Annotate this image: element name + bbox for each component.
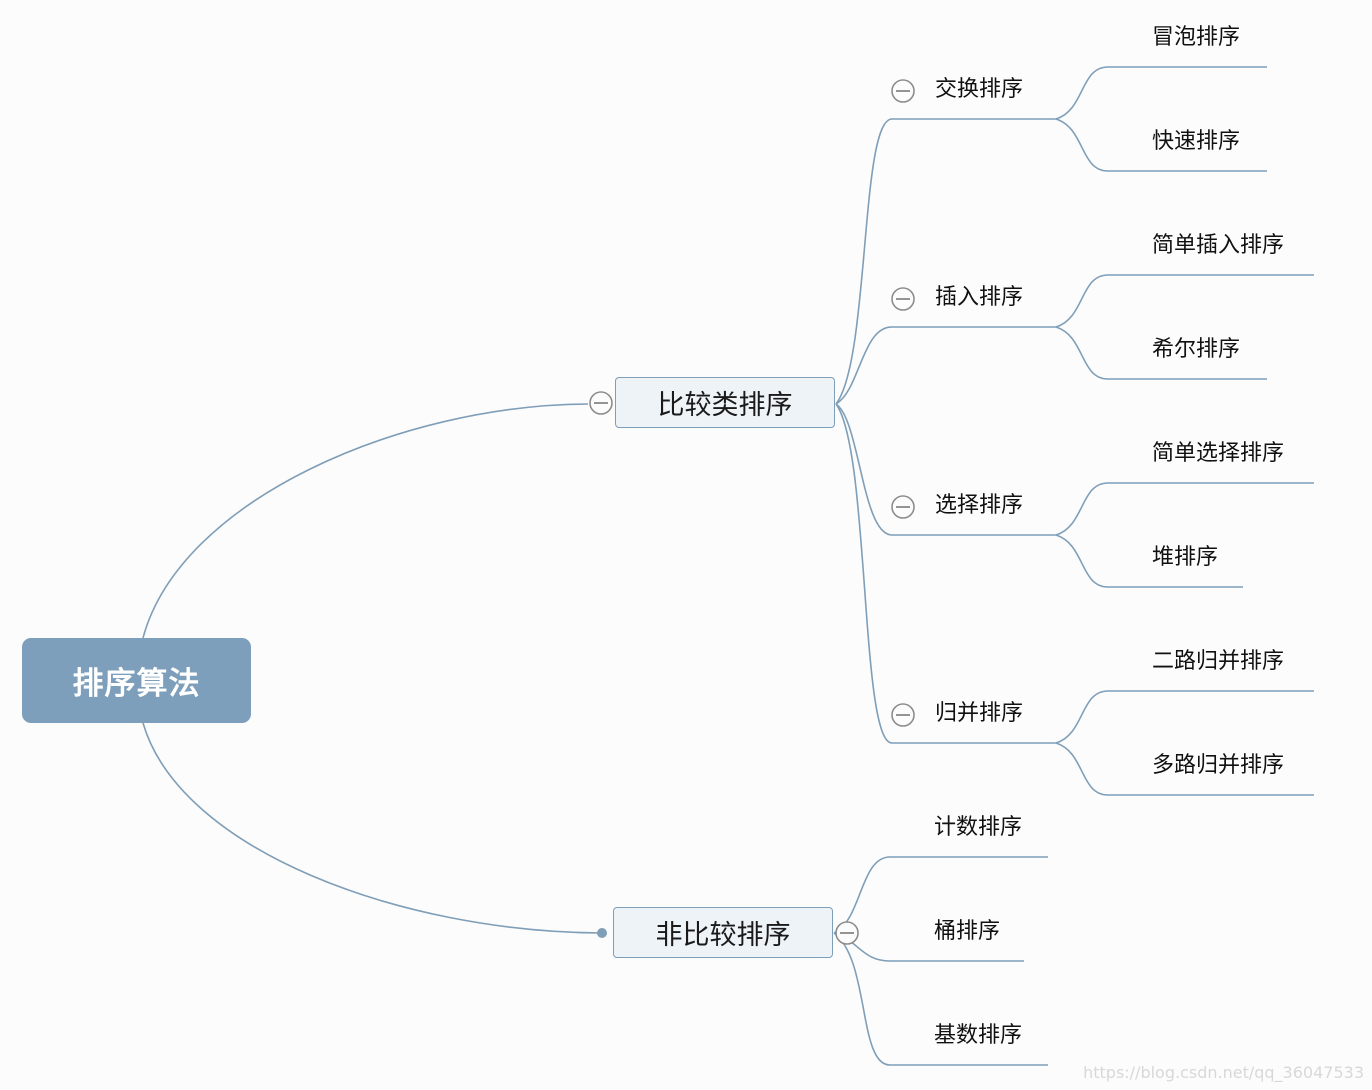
category-insertion-sort[interactable]: 插入排序	[935, 285, 1024, 310]
connector-exchange-quick	[1055, 118, 1109, 172]
connector-comparison-merge	[835, 403, 893, 744]
connector-root-comparison	[142, 403, 589, 639]
leaf-multi-way-merge-sort[interactable]: 多路归并排序	[1152, 753, 1285, 778]
connector-insertion-simple	[1055, 274, 1109, 328]
connector-selection-heap	[1055, 534, 1109, 588]
connector-comparison-selection	[835, 403, 893, 536]
connector-comparison-insertion	[835, 326, 893, 405]
collapse-toggle-noncomparison[interactable]	[835, 921, 859, 945]
leaf-counting-sort[interactable]: 计数排序	[934, 815, 1023, 840]
leaf-radix-sort[interactable]: 基数排序	[934, 1023, 1023, 1048]
leaf-heap-sort[interactable]: 堆排序	[1152, 545, 1219, 570]
collapse-toggle-insertion[interactable]	[891, 287, 915, 311]
connector-comparison-exchange	[835, 118, 893, 405]
watermark: https://blog.csdn.net/qq_36047533	[1083, 1063, 1364, 1082]
connector-noncomparison-counting	[833, 856, 891, 934]
category-selection-sort[interactable]: 选择排序	[935, 493, 1024, 518]
connector-selection-simple	[1055, 482, 1109, 536]
category-exchange-sort[interactable]: 交换排序	[935, 77, 1024, 102]
leaf-bubble-sort[interactable]: 冒泡排序	[1152, 25, 1241, 50]
collapse-toggle-selection[interactable]	[891, 495, 915, 519]
leaf-simple-insertion-sort[interactable]: 简单插入排序	[1152, 233, 1285, 258]
connector-root-noncomparison	[142, 722, 603, 934]
branch-comparison-sort[interactable]: 比较类排序	[615, 377, 835, 428]
root-topic[interactable]: 排序算法	[22, 638, 251, 723]
connector-insertion-shell	[1055, 326, 1109, 380]
collapse-toggle-comparison[interactable]	[589, 391, 613, 415]
connector-exchange-bubble	[1055, 66, 1109, 120]
collapse-toggle-exchange[interactable]	[891, 79, 915, 103]
category-merge-sort[interactable]: 归并排序	[935, 701, 1024, 726]
connector-merge-multiway	[1055, 742, 1109, 796]
collapse-toggle-merge[interactable]	[891, 703, 915, 727]
leaf-shell-sort[interactable]: 希尔排序	[1152, 337, 1241, 362]
dot-icon	[597, 928, 607, 938]
leaf-bucket-sort[interactable]: 桶排序	[934, 919, 1001, 944]
connector-merge-twoway	[1055, 690, 1109, 744]
leaf-quick-sort[interactable]: 快速排序	[1152, 129, 1241, 154]
leaf-simple-selection-sort[interactable]: 简单选择排序	[1152, 441, 1285, 466]
leaf-two-way-merge-sort[interactable]: 二路归并排序	[1152, 649, 1285, 674]
connector-noncomparison-radix	[833, 932, 891, 1066]
branch-non-comparison-sort[interactable]: 非比较排序	[613, 907, 833, 958]
